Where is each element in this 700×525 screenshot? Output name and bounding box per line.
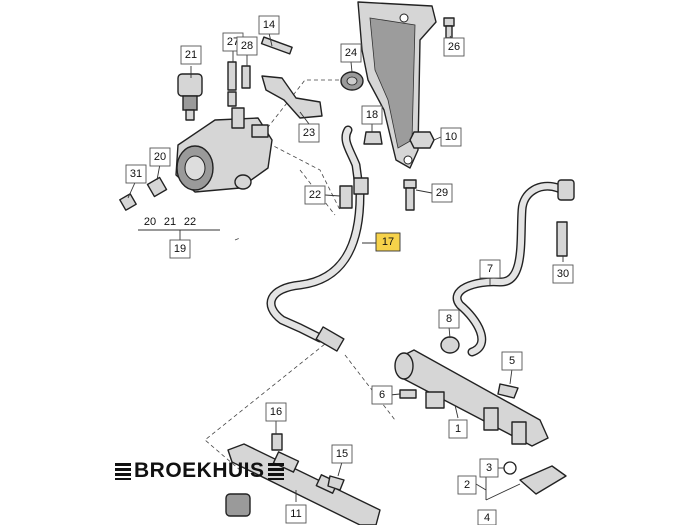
high-pressure-fuel-line: [266, 125, 369, 352]
callout-17-highlighted: 17: [375, 232, 401, 252]
callout-6: 6: [371, 385, 393, 405]
svg-text:15: 15: [336, 448, 348, 460]
callout-29: 29: [431, 183, 453, 203]
svg-text:18: 18: [366, 109, 378, 121]
bracket-23: [261, 75, 323, 119]
fitting-20: [146, 176, 168, 198]
callout-7: 7: [479, 259, 501, 279]
logo-bars-right-icon: [267, 462, 284, 480]
pump-assembly-part-numbers: 20 21 22: [144, 216, 196, 228]
svg-text:22: 22: [184, 216, 196, 228]
svg-text:7: 7: [487, 263, 493, 275]
callout-16: 16: [265, 402, 287, 422]
broekhuis-watermark-logo: BROEKHUIS: [112, 459, 287, 483]
return-hose: [452, 179, 575, 357]
svg-text:21: 21: [185, 49, 197, 61]
high-pressure-pump: [175, 107, 273, 193]
callout-22-fitting: 22: [304, 185, 326, 205]
callout-23: 23: [298, 123, 320, 143]
callout-2: 2: [457, 475, 477, 495]
svg-text:1: 1: [455, 423, 461, 435]
svg-text:11: 11: [290, 508, 301, 520]
svg-text:27: 27: [227, 36, 239, 48]
svg-text:20: 20: [144, 216, 156, 228]
clip-15: [327, 475, 345, 491]
svg-text:8: 8: [446, 313, 452, 325]
connector-30: [556, 221, 568, 257]
callout-19-assembly: 19: [169, 239, 191, 259]
callout-10: 10: [440, 127, 462, 147]
svg-text:24: 24: [345, 47, 357, 59]
svg-text:30: 30: [557, 268, 569, 280]
callout-1: 1: [448, 419, 468, 439]
svg-text:5: 5: [509, 355, 515, 367]
callout-4: 4: [477, 509, 497, 525]
callout-31: 31: [125, 164, 147, 184]
injector-2: [519, 465, 567, 495]
callout-24: 24: [340, 43, 362, 63]
callout-26: 26: [443, 37, 465, 57]
watermark-text: BROEKHUIS: [134, 459, 265, 482]
callout-20-fitting: 20: [149, 147, 171, 167]
callout-11: 11: [285, 504, 307, 524]
svg-text:28: 28: [241, 40, 253, 52]
callout-14: 14: [258, 15, 280, 35]
bolts-27-28: [227, 61, 251, 107]
rail-pressure-sensor: [225, 493, 251, 517]
clip-5: [497, 383, 519, 399]
bolt-6: [399, 389, 417, 399]
callout-3: 3: [479, 458, 499, 478]
svg-text:4: 4: [484, 512, 490, 524]
leader-lines: [127, 32, 564, 502]
callout-28: 28: [236, 36, 258, 56]
svg-text:6: 6: [379, 389, 385, 401]
callout-18: 18: [361, 105, 383, 125]
nut-10: [409, 131, 435, 149]
callout-21-sensor: 21: [180, 45, 202, 65]
bolt-26: [443, 17, 455, 39]
svg-text:26: 26: [448, 41, 460, 53]
svg-text:17: 17: [382, 236, 394, 248]
fitting-22: [339, 185, 353, 209]
svg-text:29: 29: [436, 187, 448, 199]
fuel-rail-upper: [394, 349, 549, 447]
svg-text:19: 19: [174, 243, 186, 255]
rubber-mount: [340, 71, 364, 91]
svg-text:22: 22: [309, 189, 321, 201]
svg-text:31: 31: [130, 168, 142, 180]
seal-3: [503, 461, 517, 475]
svg-text:23: 23: [303, 127, 315, 139]
svg-text:21: 21: [164, 216, 176, 228]
svg-text:3: 3: [486, 462, 492, 474]
clamp-8: [440, 336, 460, 354]
svg-text:16: 16: [270, 406, 282, 418]
bolt-29: [403, 179, 417, 211]
pressure-sensor: [177, 73, 203, 121]
logo-bars-left-icon: [115, 462, 131, 480]
clip-18: [363, 131, 383, 145]
callout-30: 30: [552, 264, 574, 284]
mounting-bracket: [357, 1, 437, 169]
callout-5: 5: [501, 351, 523, 371]
callout-8: 8: [438, 309, 460, 329]
svg-text:20: 20: [154, 151, 166, 163]
plug-31: [119, 193, 137, 211]
sensor-connector-14: [260, 36, 293, 55]
svg-text:10: 10: [445, 131, 457, 143]
callout-15: 15: [331, 444, 353, 464]
svg-text:2: 2: [464, 479, 470, 491]
svg-text:14: 14: [263, 19, 275, 31]
bolt-16: [271, 433, 283, 451]
